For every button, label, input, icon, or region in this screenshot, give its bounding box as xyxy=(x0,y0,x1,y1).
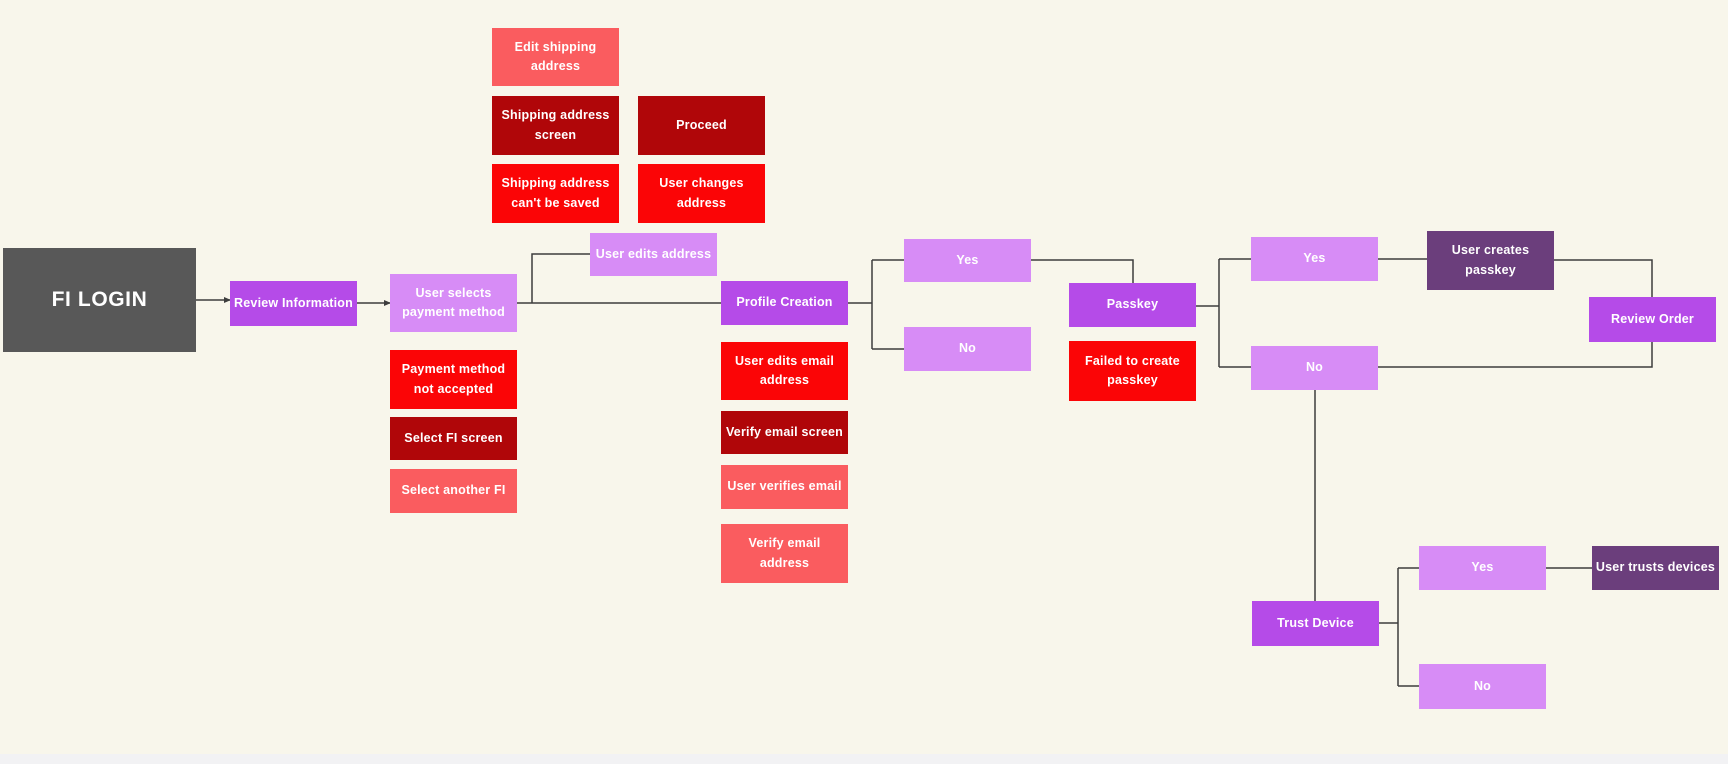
flow-node-label: Verify email address xyxy=(748,536,821,570)
flow-node-profile-creation[interactable]: Profile Creation xyxy=(721,281,848,325)
flow-node-yes-trust-device[interactable]: Yes xyxy=(1419,546,1546,590)
flow-node-no-profile[interactable]: No xyxy=(904,327,1031,371)
flow-node-label: Yes xyxy=(1471,560,1494,575)
flow-node-label: Shipping address can't be saved xyxy=(501,176,610,210)
flow-node-label: Shipping address screen xyxy=(501,108,610,142)
flow-node-edit-shipping-address[interactable]: Edit shipping address xyxy=(492,28,619,86)
flow-node-failed-to-create-passkey[interactable]: Failed to create passkey xyxy=(1069,341,1196,401)
flow-node-shipping-address-cant-be-saved[interactable]: Shipping address can't be saved xyxy=(492,164,619,223)
flow-node-verify-email-address[interactable]: Verify email address xyxy=(721,524,848,583)
flow-node-label: Payment method not accepted xyxy=(401,362,506,396)
flow-node-label: Review Information xyxy=(234,295,353,310)
flow-node-trust-device[interactable]: Trust Device xyxy=(1252,601,1379,646)
flow-node-review-information[interactable]: Review Information xyxy=(230,281,357,326)
connector xyxy=(1554,259,1653,297)
flow-node-label: Verify email screen xyxy=(725,424,844,439)
flow-node-label: Review Order xyxy=(1611,311,1694,326)
flow-node-user-edits-email-address[interactable]: User edits email address xyxy=(721,342,848,400)
flow-node-label: Proceed xyxy=(676,117,727,132)
flow-node-user-selects-payment-method[interactable]: User selects payment method xyxy=(390,274,517,332)
flow-node-label: Yes xyxy=(956,252,979,267)
flow-node-label: No xyxy=(958,341,977,356)
flow-node-label: Yes xyxy=(1303,251,1326,266)
flow-node-label: User edits email address xyxy=(734,353,835,387)
flow-node-user-changes-address[interactable]: User changes address xyxy=(638,164,765,223)
flow-node-label: User creates passkey xyxy=(1451,243,1530,277)
flow-node-label: Select another FI xyxy=(401,483,506,498)
flow-node-review-order[interactable]: Review Order xyxy=(1589,297,1716,342)
flow-node-payment-method-not-accepted[interactable]: Payment method not accepted xyxy=(390,350,517,409)
flow-node-shipping-address-screen[interactable]: Shipping address screen xyxy=(492,96,619,155)
flow-node-label: FI LOGIN xyxy=(51,288,148,312)
bottom-edge-bar xyxy=(0,754,1728,764)
flow-node-verify-email-screen[interactable]: Verify email screen xyxy=(721,411,848,454)
flow-node-label: User verifies email xyxy=(727,479,842,494)
connector xyxy=(1031,259,1134,283)
flow-node-label: Failed to create passkey xyxy=(1085,353,1180,387)
flow-node-label: User selects payment method xyxy=(402,285,505,319)
flow-node-label: Profile Creation xyxy=(736,295,833,310)
connector xyxy=(1378,342,1653,368)
flow-node-proceed[interactable]: Proceed xyxy=(638,96,765,155)
flow-node-no-trust-device[interactable]: No xyxy=(1419,664,1546,709)
flow-node-label: User edits address xyxy=(595,246,712,261)
flow-node-label: Trust Device xyxy=(1277,615,1354,630)
flow-node-yes-passkey[interactable]: Yes xyxy=(1251,237,1378,281)
flow-node-label: No xyxy=(1473,678,1492,693)
flow-node-user-trusts-devices[interactable]: User trusts devices xyxy=(1592,546,1719,590)
flow-node-select-another-fi[interactable]: Select another FI xyxy=(390,469,517,513)
flow-node-no-passkey[interactable]: No xyxy=(1251,346,1378,390)
connector xyxy=(531,253,590,303)
flow-node-yes-profile[interactable]: Yes xyxy=(904,239,1031,282)
flow-node-label: Select FI screen xyxy=(404,430,503,445)
flow-node-select-fi-screen[interactable]: Select FI screen xyxy=(390,417,517,460)
flow-node-label: User changes address xyxy=(659,176,744,210)
flow-node-label: User trusts devices xyxy=(1595,560,1716,575)
flow-node-user-verifies-email[interactable]: User verifies email xyxy=(721,465,848,509)
flow-node-label: Passkey xyxy=(1106,297,1159,312)
flow-node-fi-login[interactable]: FI LOGIN xyxy=(3,248,196,352)
flow-node-user-edits-address[interactable]: User edits address xyxy=(590,233,717,276)
flow-node-passkey[interactable]: Passkey xyxy=(1069,283,1196,327)
flow-node-user-creates-passkey[interactable]: User creates passkey xyxy=(1427,231,1554,290)
flow-node-label: No xyxy=(1305,360,1324,375)
flow-node-label: Edit shipping address xyxy=(514,39,597,73)
